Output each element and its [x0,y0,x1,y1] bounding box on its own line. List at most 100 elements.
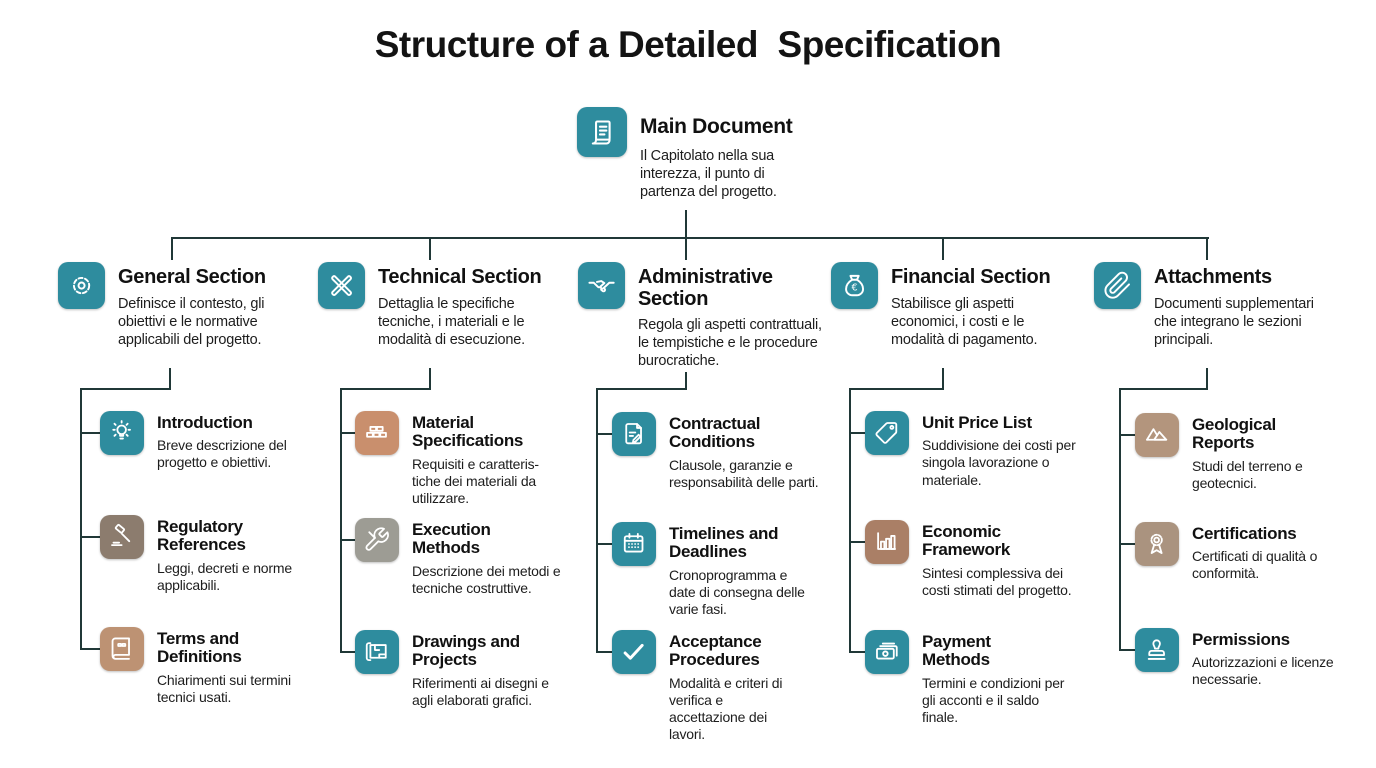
gear-icon [58,262,105,309]
mountains-icon [1135,413,1179,457]
calendar-icon [612,522,656,566]
document-pen-icon [612,412,656,456]
connector-col1-drop [169,368,171,389]
connector-col4-elbow [849,388,944,390]
lightbulb-icon [100,411,144,455]
connector-col1-spine [80,388,82,649]
node-title: Main Document [640,115,793,138]
connector-col4-stub1 [849,432,867,434]
connector-stub-administrative [685,237,687,260]
sub-title: Execution Methods [412,520,491,558]
node-contractual-conditions: Contractual Conditions Clausole, garanzi… [612,412,819,491]
sub-description: Clausole, garanzie e responsabilità dell… [669,456,819,490]
node-financial-section: € Financial Section Stabilisce gli aspet… [831,262,1061,350]
sub-title: Drawings and Projects [412,632,520,670]
node-certifications: Certifications Certificati di qualità o … [1135,522,1342,583]
checkmark-icon [612,630,656,674]
money-bag-icon: € [831,262,878,309]
connector-col2-spine [340,388,342,653]
node-material-specifications: Material Specifications Requisiti e cara… [355,411,564,507]
connector-stub-general [171,237,173,260]
connector-root-drop [685,210,687,238]
connector-col3-stub3 [596,651,614,653]
section-title: Financial Section [891,266,1051,288]
connector-stub-technical [429,237,431,260]
sub-title: Certifications [1192,524,1297,543]
sub-title: Introduction [157,413,253,432]
node-regulatory-references: Regulatory References Leggi, decreti e n… [100,515,303,594]
sub-description: Cronoprogramma e date di consegna delle … [669,566,805,617]
node-drawings-projects: Drawings and Projects Riferimenti ai dis… [355,630,564,709]
node-introduction: Introduction Breve descrizione del proge… [100,411,303,472]
connector-stub-financial [942,237,944,260]
connector-col4-stub2 [849,541,867,543]
sub-title: Contractual Conditions [669,414,761,452]
bricks-icon [355,411,399,455]
sub-description: Termini e condizioni per gli acconti e i… [922,674,1065,725]
section-description: Regola gli aspetti contrattuali, le temp… [638,317,822,370]
ribbon-icon [1135,522,1179,566]
connector-col3-elbow [596,388,687,390]
handshake-icon [578,262,625,309]
connector-col5-spine [1119,388,1121,651]
sub-title: Geological Reports [1192,415,1276,453]
connector-col2-elbow [340,388,431,390]
scroll-icon [577,107,627,157]
section-title: Attachments [1154,266,1272,288]
tools-icon [355,518,399,562]
connector-col5-stub1 [1119,434,1137,436]
page-title: Structure of a Detailed Specification [374,24,1002,65]
connector-col1-elbow [80,388,171,390]
svg-text:€: € [851,283,857,294]
connector-col4-stub3 [849,651,867,653]
sub-title: Regulatory References [157,517,246,555]
node-payment-methods: Payment Methods Termini e condizioni per… [865,630,1074,726]
connector-col4-drop [942,368,944,389]
connector-col5-stub3 [1119,649,1137,651]
paperclip-icon [1094,262,1141,309]
section-title: Technical Section [378,266,542,288]
section-description: Definisce il contesto, gli obiettivi e l… [118,295,265,348]
node-technical-section: Technical Section Dettaglia le specifich… [318,262,556,350]
node-terms-definitions: Terms and Definitions Chiarimenti sui te… [100,627,305,706]
connector-col2-stub2 [340,539,357,541]
connector-col3-stub2 [596,543,614,545]
node-economic-framework: Economic Framework Sintesi complessiva d… [865,520,1072,599]
sub-title: Terms and Definitions [157,629,242,667]
connector-col3-spine [596,388,598,653]
stamp-icon [1135,628,1179,672]
connector-col5-stub2 [1119,543,1137,545]
connector-col5-drop [1206,368,1208,389]
sub-description: Leggi, decreti e norme applicabili. [157,559,292,593]
node-administrative-section: Administrative Section Regola gli aspett… [578,262,830,371]
bar-chart-icon [865,520,909,564]
sub-description: Breve descrizione del progetto e obietti… [157,437,287,471]
node-acceptance-procedures: Acceptance Procedures Modalità e criteri… [612,630,801,743]
sub-description: Riferimenti ai disegni e agli elaborati … [412,674,549,708]
node-execution-methods: Execution Methods Descrizione dei metodi… [355,518,564,597]
connector-col4-spine [849,388,851,653]
connector-col3-drop [685,372,687,389]
node-description: Il Capitolato nella sua interezza, il pu… [640,147,777,200]
connector-col1-stub1 [80,432,102,434]
banknotes-icon [865,630,909,674]
ruler-pencil-icon [318,262,365,309]
node-general-section: General Section Definisce il contesto, g… [58,262,296,350]
sub-description: Studi del terreno e geotecnici. [1192,457,1303,491]
connector-col2-stub3 [340,651,357,653]
sub-description: Suddivisione dei costi per singola lavor… [922,437,1076,488]
price-tag-icon [865,411,909,455]
sub-description: Certificati di qualità o conformità. [1192,548,1318,582]
section-title: General Section [118,266,266,288]
connector-col2-stub1 [340,432,357,434]
connector-main-bar [171,237,1209,239]
sub-title: Acceptance Procedures [669,632,762,670]
sub-title: Payment Methods [922,632,991,670]
sub-description: Descrizione dei metodi e tecniche costru… [412,562,561,596]
sub-title: Timelines and Deadlines [669,524,779,562]
section-description: Documenti supplementari che integrano le… [1154,295,1314,348]
node-permissions: Permissions Autorizzazioni e licenze nec… [1135,628,1342,689]
node-timelines-deadlines: Timelines and Deadlines Cronoprogramma e… [612,522,809,618]
section-title: Administrative Section [638,266,773,310]
connector-col1-stub3 [80,648,102,650]
